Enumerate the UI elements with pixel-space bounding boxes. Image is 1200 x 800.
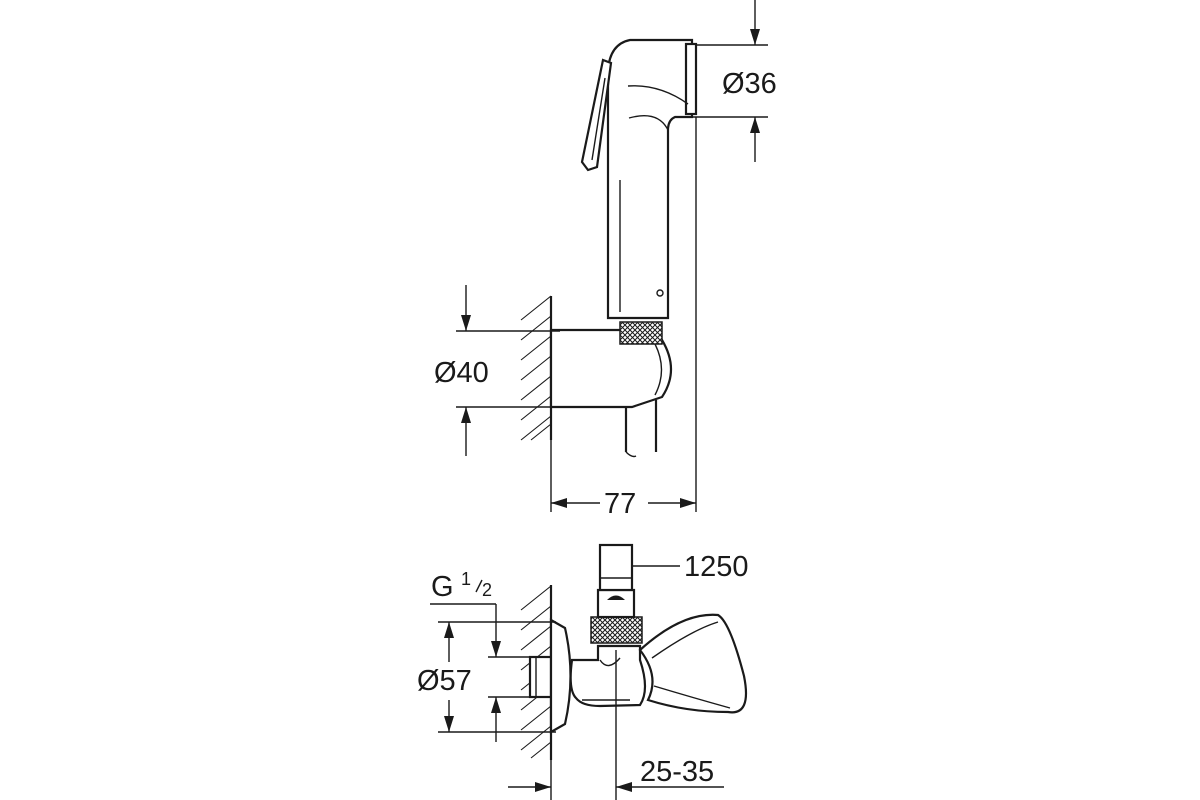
thread-numerator: 1 [461,569,471,589]
rosette [549,618,572,734]
thread-pipe [528,655,553,699]
dim-holder-projection: 77 [550,117,697,520]
dim-valve-projection: 25-35 [508,650,724,800]
thread-label: G [431,571,454,603]
hand-shower-assembly: Ø36 Ø40 77 [434,0,777,520]
dim-hose-length: 1250 [632,551,749,583]
wall-holder [549,324,673,458]
shower-diameter-label: Ø36 [722,68,777,100]
holder-projection-label: 77 [604,488,636,520]
dim-thread: G 1 2 [430,569,530,742]
valve-body [569,644,647,708]
wall-upper [520,295,553,441]
thread-denominator: 2 [482,580,492,600]
hose-length-label: 1250 [684,551,749,583]
flange-diameter-label: Ø57 [417,665,472,697]
valve-handle [638,613,748,714]
dim-flange-diameter: Ø57 [417,621,556,733]
shower-knurl [619,321,663,345]
valve-knurl [590,616,643,644]
valve-outlet [590,543,643,644]
hand-shower [580,38,698,345]
holder-diameter-label: Ø40 [434,357,489,389]
angle-valve-assembly: 1250 G 1 2 Ø57 [417,543,749,800]
valve-projection-label: 25-35 [640,756,714,788]
dim-shower-diameter: Ø36 [685,0,777,162]
dim-holder-diameter: Ø40 [434,285,560,456]
